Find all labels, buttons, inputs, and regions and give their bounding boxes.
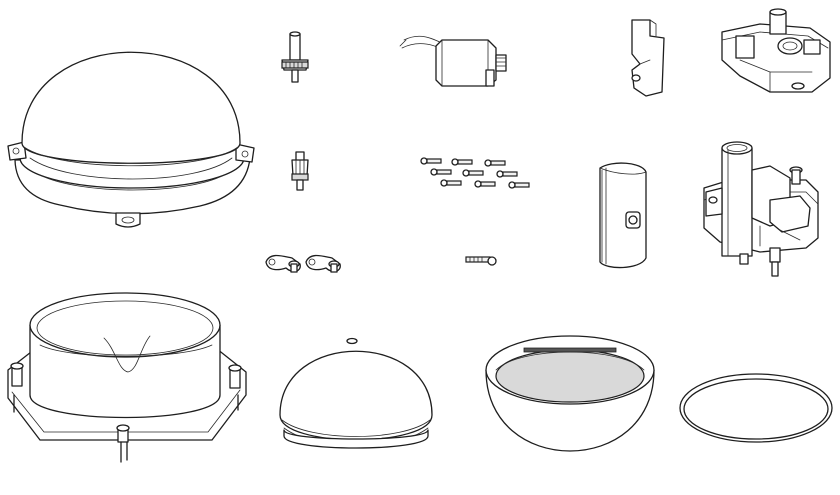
corner-post-right xyxy=(228,364,242,411)
corner-post-left xyxy=(10,362,24,413)
gear-shaft-top xyxy=(281,31,309,83)
gear-shaft-middle xyxy=(291,151,309,191)
tube-arm xyxy=(599,162,647,269)
corner-post-bottom xyxy=(116,424,130,463)
flange-tab-right xyxy=(235,143,255,163)
screw xyxy=(440,179,462,187)
screw xyxy=(496,170,518,178)
gearbox-housing xyxy=(721,8,831,93)
large-dome-cover xyxy=(7,51,255,228)
flange-tab-left xyxy=(7,141,27,161)
o-ring xyxy=(679,373,833,443)
link-lever-left xyxy=(265,254,301,273)
flange-tab-bottom xyxy=(115,212,141,228)
curved-bracket xyxy=(631,19,665,97)
screw xyxy=(462,169,484,177)
screw xyxy=(430,168,452,176)
hemisphere-bowl xyxy=(485,335,655,452)
link-lever-right xyxy=(305,254,341,273)
screw xyxy=(484,159,506,167)
dome-top-hole xyxy=(346,337,358,345)
long-screw xyxy=(465,256,497,266)
screw xyxy=(508,181,530,189)
screw xyxy=(451,158,473,166)
dc-motor xyxy=(399,35,507,87)
drive-assembly xyxy=(703,141,819,277)
screw-set xyxy=(420,157,530,189)
screw xyxy=(420,157,442,165)
bowl-inner-surface xyxy=(495,349,645,403)
screw xyxy=(474,180,496,188)
base-ring-housing xyxy=(7,292,247,463)
small-dome-lid xyxy=(279,337,433,449)
